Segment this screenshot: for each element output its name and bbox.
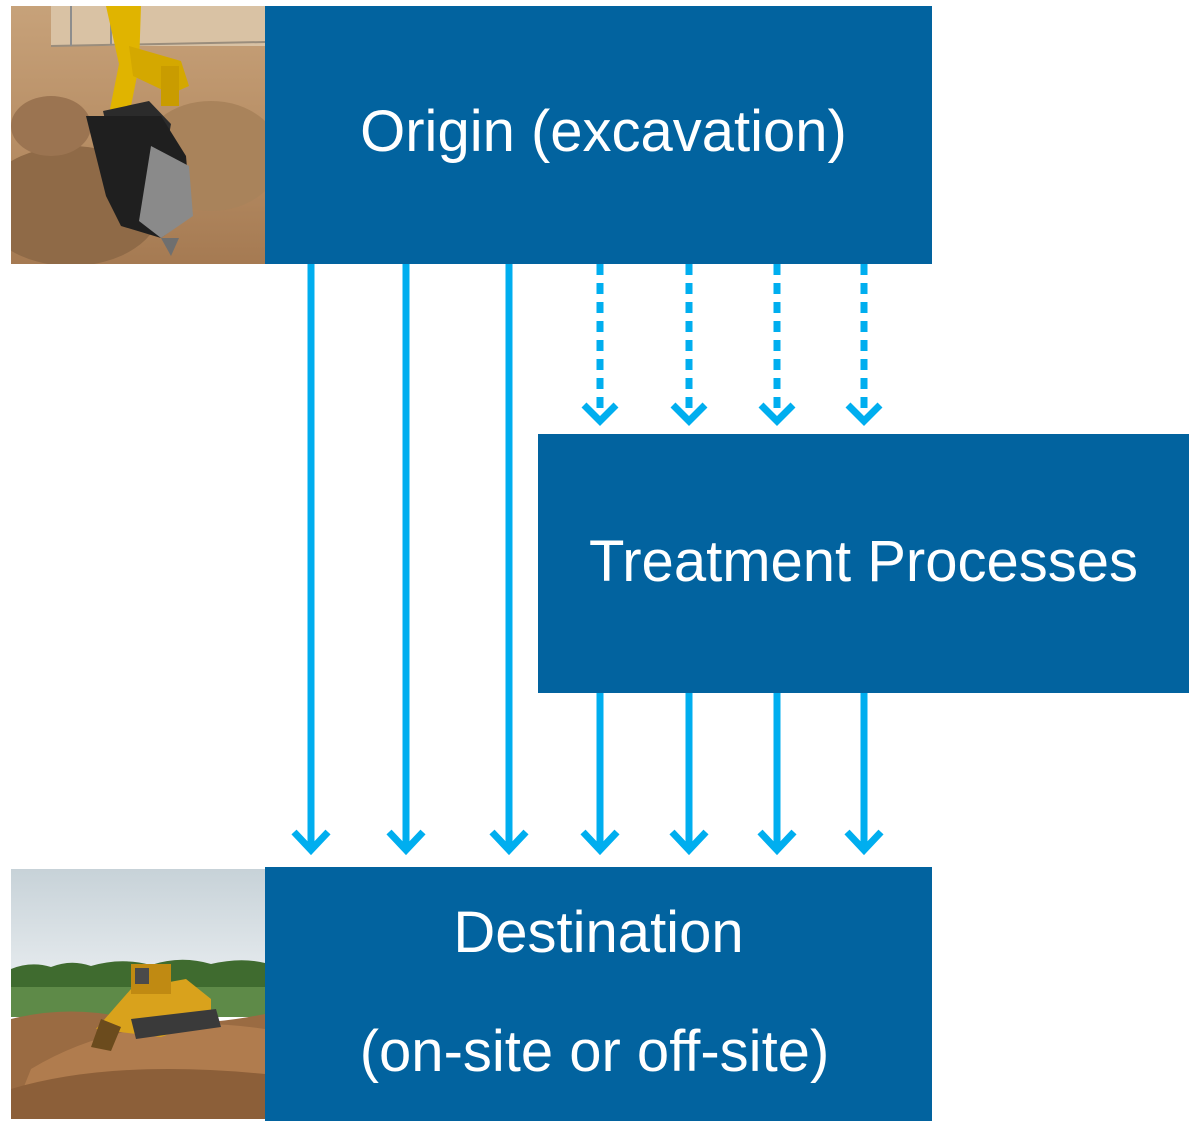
treatment-label: Treatment Processes	[588, 529, 1139, 594]
to-treatment-arrow-4	[845, 264, 883, 426]
destination-label: Destination	[453, 900, 744, 965]
to-treatment-arrow-2	[670, 264, 708, 426]
from-treatment-arrow-4	[844, 693, 884, 856]
direct-arrow-1	[291, 264, 331, 856]
origin-box: Origin (excavation)	[265, 6, 932, 264]
to-treatment-arrow-3	[758, 264, 796, 426]
direct-arrow-2	[386, 264, 426, 856]
from-treatment-arrow-1	[580, 693, 620, 856]
to-treatment-arrow-1	[581, 264, 619, 426]
treatment-box: Treatment Processes	[538, 434, 1189, 693]
bulldozer-photo	[11, 869, 265, 1119]
destination-sublabel: (on-site or off-site)	[359, 1019, 830, 1084]
from-treatment-arrow-2	[669, 693, 709, 856]
from-treatment-arrow-3	[757, 693, 797, 856]
direct-arrow-3	[489, 264, 529, 856]
destination-box: Destination (on-site or off-site)	[265, 867, 932, 1121]
origin-label: Origin (excavation)	[360, 98, 847, 164]
excavator-photo	[11, 6, 265, 264]
